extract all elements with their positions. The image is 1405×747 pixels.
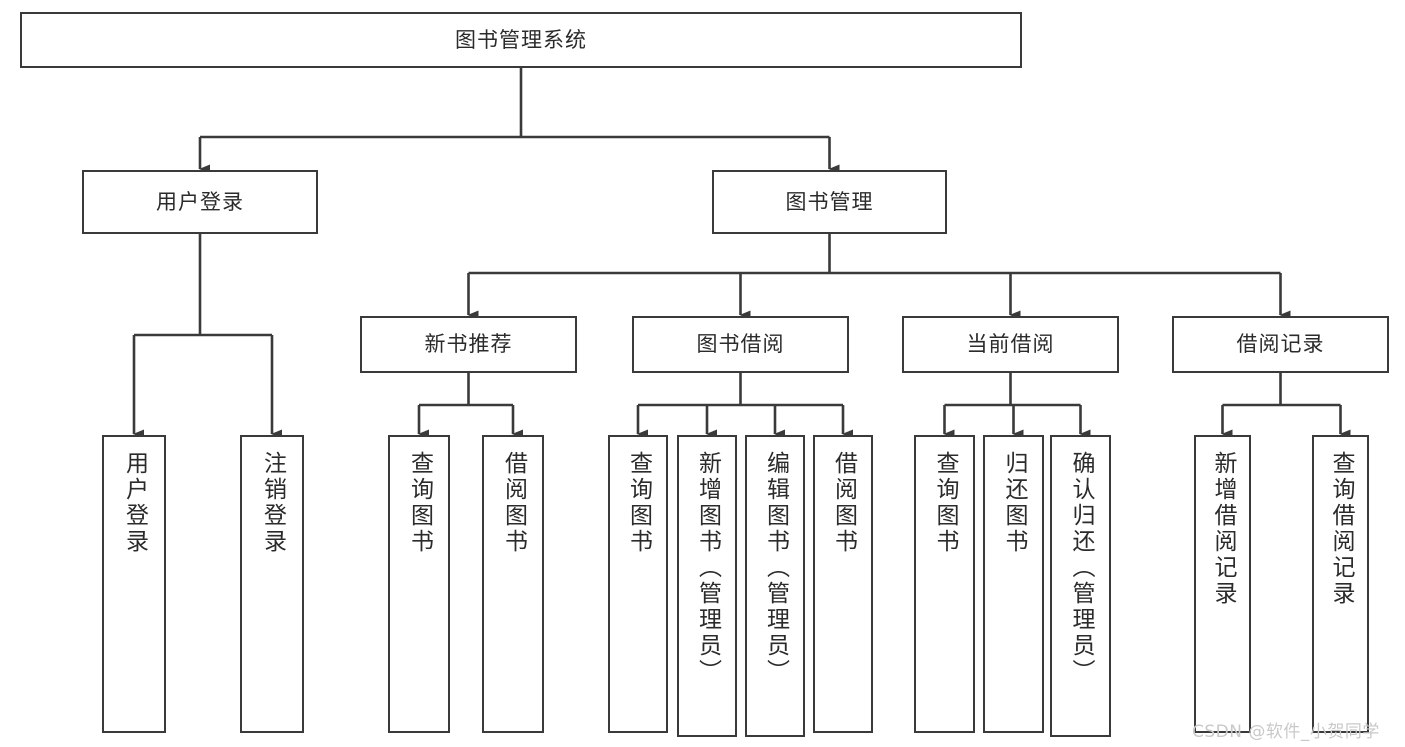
node-cur-borrow[interactable]: 当前借阅 (902, 316, 1119, 373)
node-leaf-bb-query[interactable]: 查询图书 (608, 435, 668, 733)
node-label-user-login: 用户登录 (156, 189, 244, 214)
node-label-leaf-cb-return: 归还图书 (1001, 451, 1027, 555)
node-label-leaf-bb-edit: 编辑图书（管理员） (762, 451, 789, 685)
node-book-mgmt[interactable]: 图书管理 (712, 170, 947, 234)
node-leaf-cb-return[interactable]: 归还图书 (983, 435, 1044, 733)
node-label-leaf-bl-add: 新增借阅记录 (1210, 451, 1236, 607)
edge-group (132, 68, 1351, 439)
node-label-leaf-bb-query: 查询图书 (625, 451, 652, 555)
node-user-login[interactable]: 用户登录 (82, 170, 318, 234)
node-new-book-rec[interactable]: 新书推荐 (360, 316, 577, 373)
node-label-root: 图书管理系统 (455, 27, 587, 52)
node-leaf-cb-query[interactable]: 查询图书 (914, 435, 975, 733)
node-leaf-cb-confirm[interactable]: 确认归还（管理员） (1050, 435, 1111, 737)
node-label-book-borrow: 图书借阅 (696, 332, 785, 357)
node-root[interactable]: 图书管理系统 (20, 12, 1022, 68)
node-label-leaf-rec-borrow: 借阅图书 (500, 451, 527, 555)
node-leaf-bl-add[interactable]: 新增借阅记录 (1194, 435, 1251, 733)
node-book-borrow[interactable]: 图书借阅 (632, 316, 849, 373)
node-label-leaf-bl-query: 查询借阅记录 (1328, 451, 1354, 607)
node-label-cur-borrow: 当前借阅 (966, 332, 1055, 357)
node-label-leaf-user-login: 用户登录 (121, 451, 148, 555)
node-label-leaf-user-logout: 注销登录 (259, 451, 286, 555)
node-label-new-book-rec: 新书推荐 (424, 332, 513, 357)
node-borrow-log[interactable]: 借阅记录 (1172, 316, 1389, 373)
node-label-leaf-bb-add: 新增图书（管理员） (694, 451, 721, 685)
node-leaf-rec-borrow[interactable]: 借阅图书 (482, 435, 544, 733)
node-leaf-user-logout[interactable]: 注销登录 (240, 435, 304, 733)
node-label-leaf-cb-confirm: 确认归还（管理员） (1068, 451, 1094, 685)
node-leaf-user-login[interactable]: 用户登录 (102, 435, 166, 733)
node-label-leaf-cb-query: 查询图书 (932, 451, 958, 555)
node-label-leaf-rec-query: 查询图书 (406, 451, 433, 555)
node-leaf-bb-add[interactable]: 新增图书（管理员） (677, 435, 737, 737)
node-label-borrow-log: 借阅记录 (1236, 332, 1325, 357)
node-leaf-bl-query[interactable]: 查询借阅记录 (1312, 435, 1369, 733)
node-leaf-bb-borrow[interactable]: 借阅图书 (813, 435, 873, 733)
node-label-leaf-bb-borrow: 借阅图书 (830, 451, 857, 555)
node-label-book-mgmt: 图书管理 (785, 189, 874, 214)
node-leaf-rec-query[interactable]: 查询图书 (388, 435, 450, 733)
node-leaf-bb-edit[interactable]: 编辑图书（管理员） (745, 435, 805, 737)
